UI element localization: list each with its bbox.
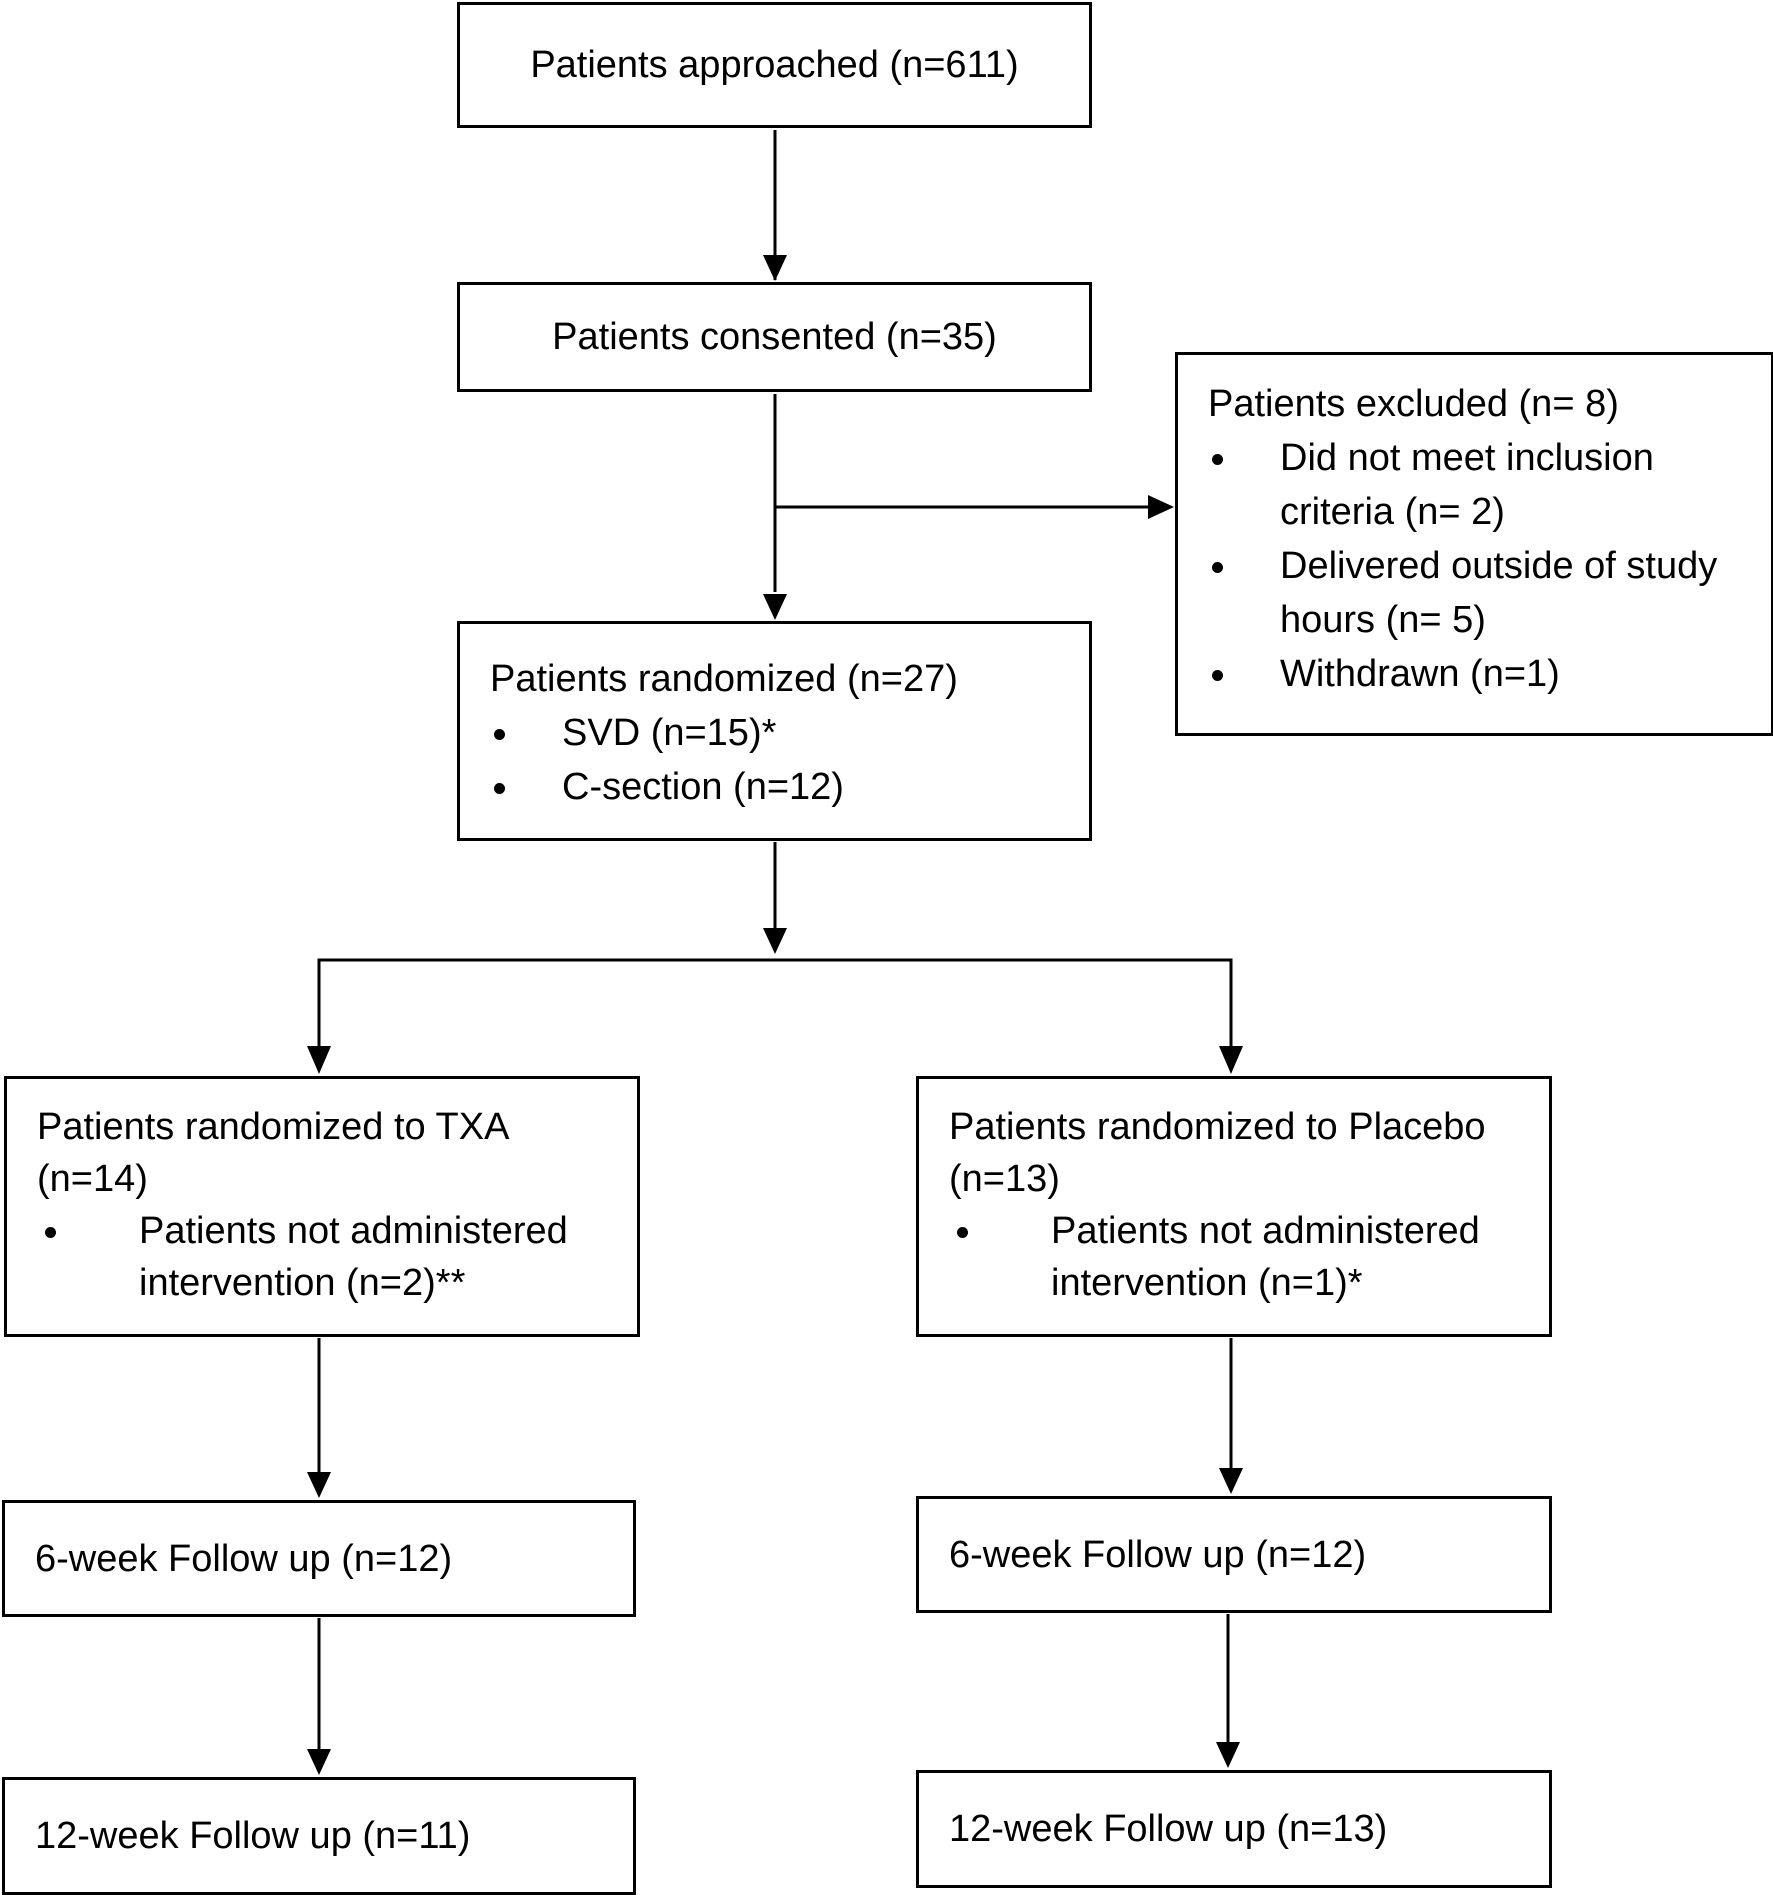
excluded-title: Patients excluded (n= 8) xyxy=(1208,383,1619,425)
randomized-item: SVD (n=15)* xyxy=(490,706,1059,760)
approached-label: Patients approached (n=611) xyxy=(530,44,1019,86)
txa-12wk-label: 12-week Follow up (n=11) xyxy=(35,1815,471,1857)
arrowhead-txa-12wk xyxy=(307,1749,331,1775)
excluded-item: Delivered outside of study hours (n= 5) xyxy=(1208,539,1761,647)
box-txa-6-week-followup: 6-week Follow up (n=12) xyxy=(2,1500,636,1617)
box-placebo-6-week-followup: 6-week Follow up (n=12) xyxy=(916,1496,1552,1613)
box-txa-12-week-followup: 12-week Follow up (n=11) xyxy=(2,1777,636,1895)
box-patients-consented: Patients consented (n=35) xyxy=(457,282,1092,392)
arrowhead-placebo-12wk xyxy=(1216,1742,1240,1768)
box-randomized-txa: Patients randomized to TXA (n=14) Patien… xyxy=(4,1076,640,1337)
arrowhead-txa-6wk xyxy=(307,1472,331,1498)
arrowhead-excluded xyxy=(1148,495,1174,519)
txa-title: Patients randomized to TXA (n=14) xyxy=(37,1106,508,1200)
consented-label: Patients consented (n=35) xyxy=(552,316,997,358)
txa-6wk-label: 6-week Follow up (n=12) xyxy=(35,1537,453,1580)
placebo-item: Patients not administered intervention (… xyxy=(949,1205,1519,1309)
arrowhead-consented xyxy=(763,255,787,281)
randomized-item: C-section (n=12) xyxy=(490,760,1059,814)
arrowhead-placebo xyxy=(1219,1046,1243,1074)
txa-item: Patients not administered intervention (… xyxy=(37,1205,607,1309)
placebo-title: Patients randomized to Placebo (n=13) xyxy=(949,1106,1486,1200)
excluded-item: Did not meet inclusion criteria (n= 2) xyxy=(1208,431,1761,539)
excluded-item: Withdrawn (n=1) xyxy=(1208,647,1761,701)
arrowhead-randomized-split xyxy=(763,928,787,954)
arrowhead-placebo-6wk xyxy=(1219,1468,1243,1494)
placebo-12wk-label: 12-week Follow up (n=13) xyxy=(949,1808,1388,1850)
arrowhead-randomized xyxy=(763,594,787,620)
box-patients-approached: Patients approached (n=611) xyxy=(457,2,1092,128)
arrowhead-txa xyxy=(307,1046,331,1074)
split-bar xyxy=(317,958,1233,1046)
randomized-title: Patients randomized (n=27) xyxy=(490,658,958,700)
placebo-6wk-label: 6-week Follow up (n=12) xyxy=(949,1533,1367,1576)
box-patients-randomized: Patients randomized (n=27) SVD (n=15)* C… xyxy=(457,621,1092,841)
box-placebo-12-week-followup: 12-week Follow up (n=13) xyxy=(916,1770,1552,1888)
box-randomized-placebo: Patients randomized to Placebo (n=13) Pa… xyxy=(916,1076,1552,1337)
box-patients-excluded: Patients excluded (n= 8) Did not meet in… xyxy=(1175,352,1773,736)
